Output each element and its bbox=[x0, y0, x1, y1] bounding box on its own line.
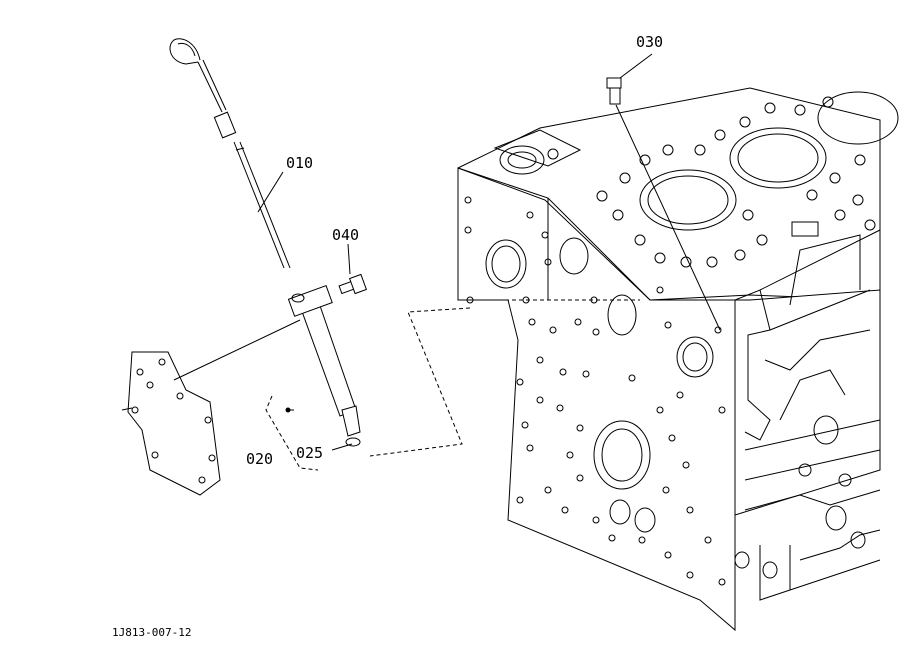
marker-dot bbox=[285, 407, 291, 413]
drawing-id: 1J813-007-12 bbox=[112, 626, 191, 639]
callout-040: 040 bbox=[332, 226, 359, 244]
bolt-030 bbox=[606, 77, 622, 105]
callout-025: 025 bbox=[296, 444, 323, 462]
deck-holes bbox=[596, 96, 876, 268]
callout-010: 010 bbox=[286, 154, 313, 172]
leader-lines bbox=[173, 53, 740, 471]
engine-block bbox=[457, 87, 899, 632]
gasket-plate bbox=[121, 351, 221, 496]
callout-020: 020 bbox=[246, 450, 273, 468]
bolt-040 bbox=[338, 273, 368, 295]
front-face-holes bbox=[464, 196, 726, 586]
callout-030: 030 bbox=[636, 33, 663, 51]
dipstick-assembly bbox=[169, 38, 361, 447]
